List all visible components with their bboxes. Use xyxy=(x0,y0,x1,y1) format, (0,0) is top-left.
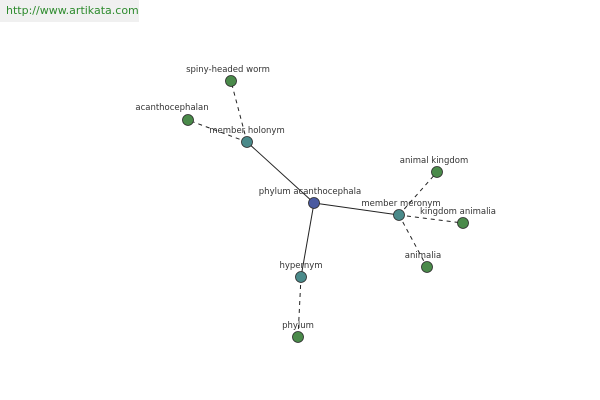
edge-member-holonym-to-spiny-headed-worm xyxy=(230,80,248,143)
node-label-center[interactable]: phylum acanthocephala xyxy=(259,187,361,197)
node-center[interactable]: phylum acanthocephala xyxy=(259,187,361,209)
node-circle-spiny-headed-worm[interactable] xyxy=(225,75,237,87)
edge-member-holonym-to-acanthocephalan xyxy=(187,119,248,143)
edge-member-meronym-to-animalia xyxy=(398,214,428,268)
node-circle-member-holonym[interactable] xyxy=(241,136,253,148)
node-circle-animal-kingdom[interactable] xyxy=(431,166,443,178)
nodes-layer: phylum acanthocephala member holonym membe… xyxy=(135,65,496,343)
node-kingdom-animalia[interactable]: kingdom animalia xyxy=(420,207,496,229)
node-label-spiny-headed-worm[interactable]: spiny-headed worm xyxy=(186,65,270,75)
node-label-hypernym[interactable]: hypernym xyxy=(279,261,322,271)
node-acanthocephalan[interactable]: acanthocephalan xyxy=(135,103,209,126)
edge-center-to-member-meronym xyxy=(313,202,400,216)
node-label-phylum[interactable]: phylum xyxy=(282,321,314,331)
node-circle-center[interactable] xyxy=(308,197,320,209)
edge-hypernym-to-phylum xyxy=(297,276,302,338)
node-label-member-meronym[interactable]: member meronym xyxy=(361,199,440,209)
node-hypernym[interactable]: hypernym xyxy=(279,261,323,283)
watermark-url[interactable]: http://www.artikata.com xyxy=(0,0,139,22)
edge-member-meronym-to-animal-kingdom xyxy=(398,171,438,216)
node-circle-hypernym[interactable] xyxy=(295,271,307,283)
node-circle-kingdom-animalia[interactable] xyxy=(457,217,469,229)
node-member-meronym[interactable]: member meronym xyxy=(361,199,441,221)
node-animalia[interactable]: animalia xyxy=(405,251,441,273)
node-label-animalia[interactable]: animalia xyxy=(405,251,441,261)
node-label-acanthocephalan[interactable]: acanthocephalan xyxy=(135,103,208,113)
edges-layer xyxy=(187,80,464,338)
node-phylum[interactable]: phylum xyxy=(282,321,314,343)
node-animal-kingdom[interactable]: animal kingdom xyxy=(400,156,468,178)
node-member-holonym[interactable]: member holonym xyxy=(209,126,285,148)
node-circle-animalia[interactable] xyxy=(421,261,433,273)
node-circle-phylum[interactable] xyxy=(292,331,304,343)
node-spiny-headed-worm[interactable]: spiny-headed worm xyxy=(186,65,270,87)
edge-member-meronym-to-kingdom-animalia xyxy=(398,214,464,224)
edge-center-to-member-holonym xyxy=(246,141,315,204)
node-circle-member-meronym[interactable] xyxy=(393,209,405,221)
node-label-animal-kingdom[interactable]: animal kingdom xyxy=(400,156,468,166)
node-circle-acanthocephalan[interactable] xyxy=(182,114,194,126)
edge-center-to-hypernym xyxy=(300,202,315,278)
node-label-member-holonym[interactable]: member holonym xyxy=(209,126,284,136)
node-label-kingdom-animalia[interactable]: kingdom animalia xyxy=(420,207,496,217)
